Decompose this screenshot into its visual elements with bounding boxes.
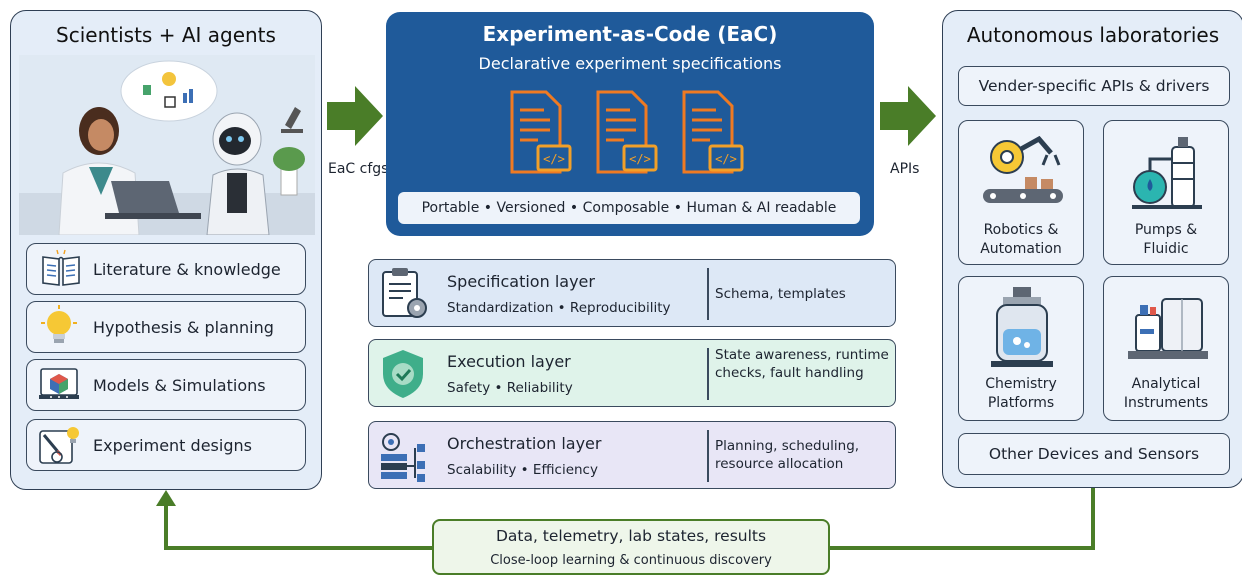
device-robotics: Robotics & Automation xyxy=(958,120,1084,265)
other-devices-box: Other Devices and Sensors xyxy=(958,433,1230,475)
eac-box: Experiment-as-Code (EaC) Declarative exp… xyxy=(386,12,874,236)
execution-layer-name: Execution layer xyxy=(447,352,571,371)
specification-layer-sub: Standardization • Reproducibility xyxy=(447,300,671,316)
item-designs: Experiment designs xyxy=(26,419,306,471)
item-literature-label: Literature & knowledge xyxy=(93,259,281,279)
left-panel: Scientists + AI agents xyxy=(10,10,322,490)
server-network-icon xyxy=(381,433,425,482)
orchestration-layer: Orchestration layer Scalability • Effici… xyxy=(368,421,896,489)
code-document-icon: </> xyxy=(682,90,744,174)
separator xyxy=(707,348,709,400)
clipboard-gear-icon xyxy=(382,268,427,318)
item-models: Models & Simulations xyxy=(26,359,306,411)
device-chemistry: Chemistry Platforms xyxy=(958,276,1084,421)
scientist-robot-illustration xyxy=(19,55,315,235)
arrow-right-label: APIs xyxy=(890,161,920,177)
execution-layer-sub: Safety • Reliability xyxy=(447,380,573,396)
item-designs-label: Experiment designs xyxy=(93,435,252,455)
shield-check-icon xyxy=(383,350,423,398)
execution-layer-desc: State awareness, runtime checks, fault h… xyxy=(715,347,889,381)
svg-text:</>: </> xyxy=(715,152,737,166)
arrow-right-right xyxy=(880,86,936,146)
orchestration-layer-name: Orchestration layer xyxy=(447,434,602,453)
cube-monitor-icon xyxy=(39,368,79,399)
separator xyxy=(707,430,709,482)
vendor-apis-box: Vender-specific APIs & drivers xyxy=(958,66,1230,106)
reactor-icon xyxy=(991,287,1053,367)
device-analytical: Analytical Instruments xyxy=(1103,276,1229,421)
item-models-label: Models & Simulations xyxy=(93,375,266,395)
item-hypothesis: Hypothesis & planning xyxy=(26,301,306,353)
execution-layer: Execution layer Safety • Reliability Sta… xyxy=(368,339,896,407)
item-literature: Literature & knowledge xyxy=(26,243,306,295)
specification-layer-desc: Schema, templates xyxy=(715,286,846,302)
device-chemistry-label: Chemistry Platforms xyxy=(985,376,1057,411)
arrow-right-left xyxy=(327,86,383,146)
left-panel-title: Scientists + AI agents xyxy=(56,23,276,47)
feedback-box: Data, telemetry, lab states, results Clo… xyxy=(432,519,830,575)
feedback-line2: Close-loop learning & continuous discove… xyxy=(490,553,772,568)
robot-arm-icon xyxy=(983,135,1063,203)
eac-properties-text: Portable • Versioned • Composable • Huma… xyxy=(421,200,837,216)
item-hypothesis-label: Hypothesis & planning xyxy=(93,317,274,337)
eac-properties-bar: Portable • Versioned • Composable • Huma… xyxy=(398,192,860,224)
device-robotics-label: Robotics & Automation xyxy=(980,222,1062,257)
separator xyxy=(707,268,709,320)
lightbulb-icon xyxy=(41,305,77,343)
arrow-left-label: EaC cfgs xyxy=(328,161,389,177)
right-panel-title: Autonomous laboratories xyxy=(966,23,1220,47)
pump-icon xyxy=(1132,137,1202,209)
blueprint-icon xyxy=(39,427,79,464)
svg-text:</>: </> xyxy=(543,152,565,166)
device-pumps-label: Pumps & Fluidic xyxy=(1134,222,1198,257)
instrument-icon xyxy=(1128,298,1208,359)
code-document-icon: </> xyxy=(510,90,572,174)
svg-text:</>: </> xyxy=(629,152,651,166)
eac-title: Experiment-as-Code (EaC) xyxy=(482,22,778,46)
code-document-icon: </> xyxy=(596,90,658,174)
orchestration-layer-desc: Planning, scheduling, resource allocatio… xyxy=(715,438,860,472)
specification-layer: Specification layer Standardization • Re… xyxy=(368,259,896,327)
eac-subtitle: Declarative experiment specifications xyxy=(478,54,782,73)
book-icon xyxy=(42,249,80,286)
device-analytical-label: Analytical Instruments xyxy=(1123,376,1209,411)
device-pumps: Pumps & Fluidic xyxy=(1103,120,1229,265)
feedback-line1: Data, telemetry, lab states, results xyxy=(495,527,767,545)
orchestration-layer-sub: Scalability • Efficiency xyxy=(447,462,598,478)
specification-layer-name: Specification layer xyxy=(447,272,595,291)
